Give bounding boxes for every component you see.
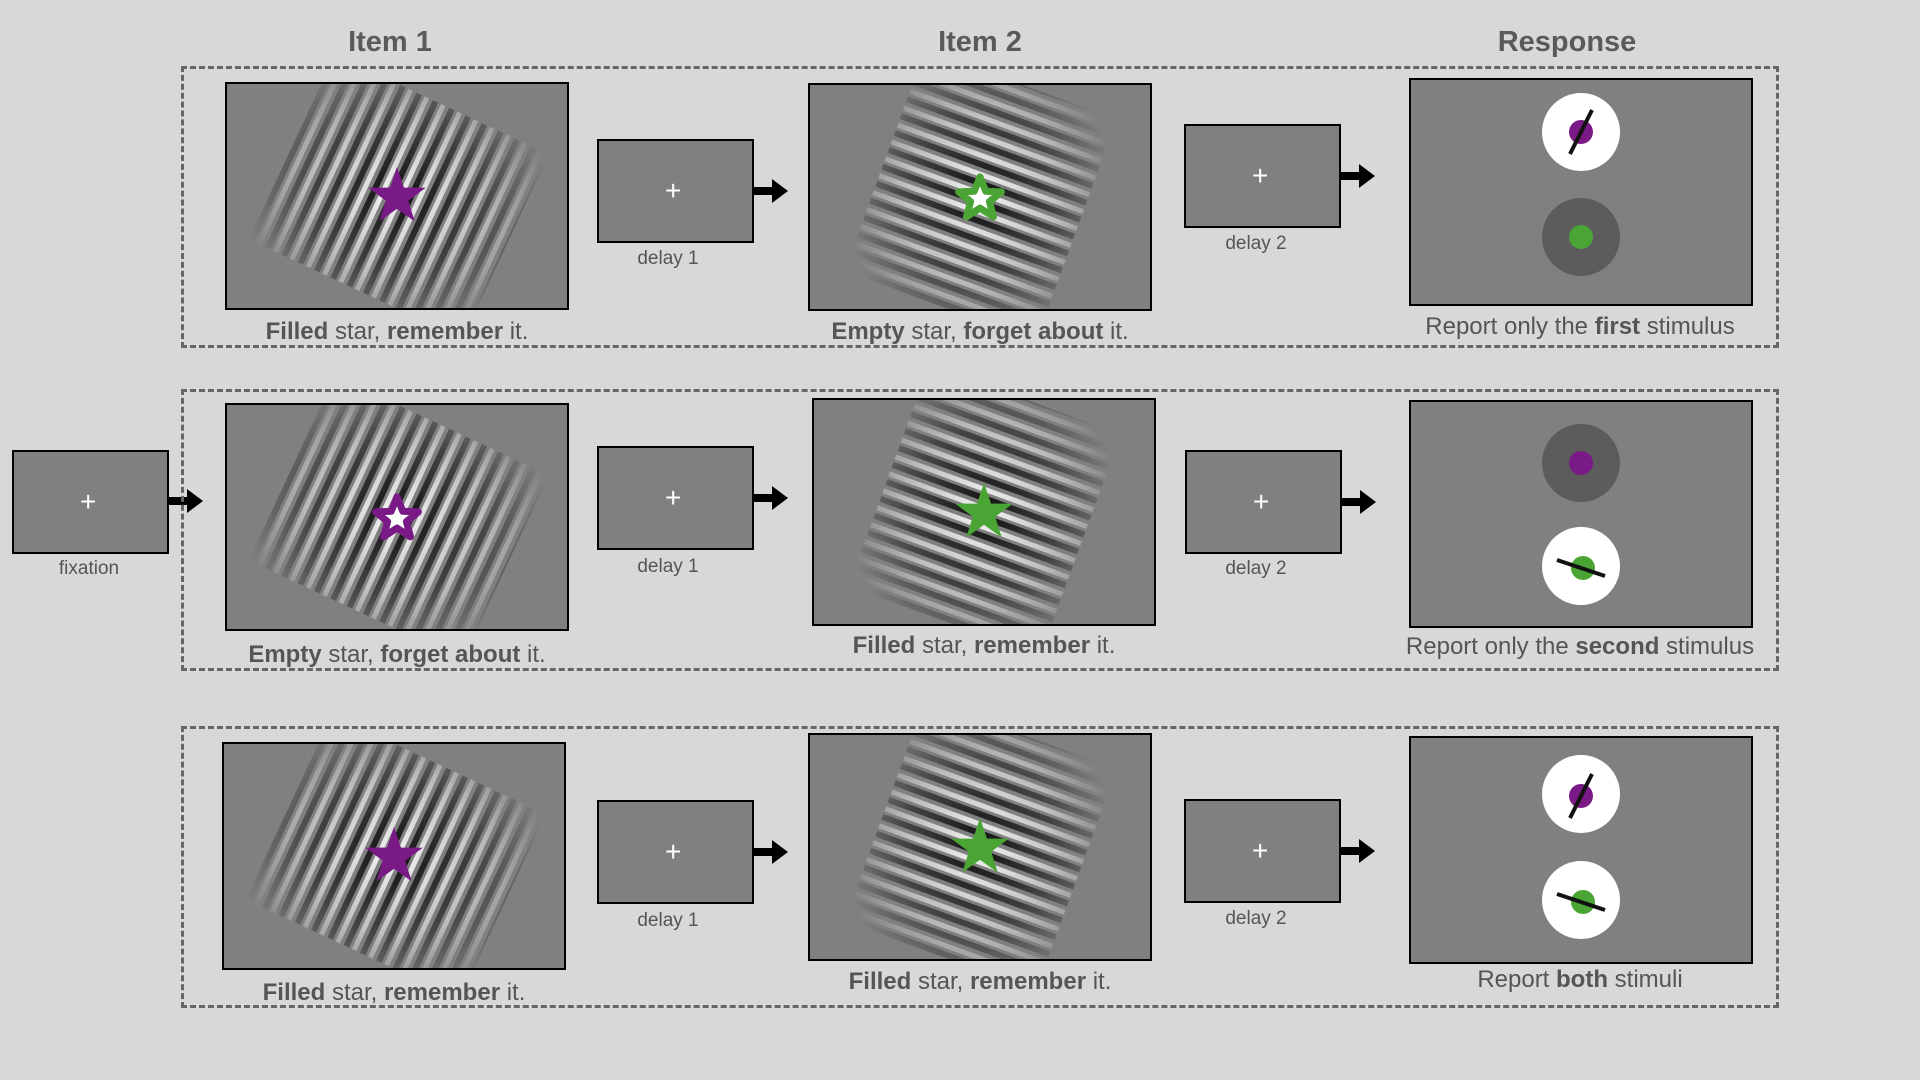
arrow-icon [1341, 839, 1375, 863]
trial-2-delay-1-screen: + [597, 446, 754, 550]
star-outline-icon [955, 173, 1005, 221]
trial-1-box [181, 66, 1779, 348]
trial-2-delay-2-label: delay 2 [1225, 558, 1287, 579]
trial-3-delay-1-screen: + [597, 800, 754, 904]
trial-3-response-caption: Report both stimuli [1477, 966, 1683, 993]
star-icon [365, 826, 423, 882]
arrow-icon [754, 486, 788, 510]
trial-1-item-2-caption: Empty star, forget about it. [831, 318, 1129, 345]
trial-3-item-2-caption: Filled star, remember it. [848, 968, 1112, 995]
fixation-cross: + [665, 482, 682, 513]
fixation-cross: + [665, 175, 682, 206]
trial-1-delay-1-label: delay 1 [637, 248, 699, 269]
trial-2-delay-2-screen: + [1185, 450, 1342, 554]
trial-2-item-1-caption: Empty star, forget about it. [248, 641, 546, 668]
trial-3-item-2-stimulus [808, 733, 1152, 961]
header-item-2: Item 2 [938, 26, 1022, 58]
header-response: Response [1497, 26, 1637, 58]
trial-3-response-screen [1409, 736, 1753, 964]
star-icon [955, 482, 1013, 538]
star-icon [951, 817, 1009, 873]
trial-3-delay-2-label: delay 2 [1225, 908, 1287, 929]
trial-2-response-screen [1409, 400, 1753, 628]
probe-top-active[interactable] [1542, 93, 1620, 171]
fixation-label: fixation [58, 558, 120, 579]
arrow-icon [754, 179, 788, 203]
arrow-icon [1342, 490, 1376, 514]
trial-3-item-1-stimulus [222, 742, 566, 970]
fixation-cross: + [80, 486, 97, 517]
trial-2-box [181, 389, 1779, 671]
probe-bottom-active[interactable] [1542, 861, 1620, 939]
fixation-cross: + [1252, 835, 1269, 866]
arrow-icon [754, 840, 788, 864]
trial-2-response-caption: Report only the second stimulus [1405, 633, 1755, 660]
probe-top-active[interactable] [1542, 755, 1620, 833]
fixation-cross: + [1253, 486, 1270, 517]
trial-1-delay-1-screen: + [597, 139, 754, 243]
trial-1-response-caption: Report only the first stimulus [1425, 313, 1735, 340]
trial-2-item-2-caption: Filled star, remember it. [852, 632, 1116, 659]
trial-1-item-1-stimulus [225, 82, 569, 310]
arrow-icon [1341, 164, 1375, 188]
trial-2-delay-1-label: delay 1 [637, 556, 699, 577]
trial-1-delay-2-screen: + [1184, 124, 1341, 228]
probe-bottom-inactive [1542, 198, 1620, 276]
trial-2-item-1-stimulus [225, 403, 569, 631]
header-item-1: Item 1 [348, 26, 432, 58]
trial-1-item-2-stimulus [808, 83, 1152, 311]
fixation-cross: + [665, 836, 682, 867]
fixation-cross: + [1252, 160, 1269, 191]
trial-1-item-1-caption: Filled star, remember it. [265, 318, 529, 345]
trial-1-delay-2-label: delay 2 [1225, 233, 1287, 254]
probe-top-inactive [1542, 424, 1620, 502]
probe-bottom-active[interactable] [1542, 527, 1620, 605]
star-icon [368, 166, 426, 222]
trial-3-delay-2-screen: + [1184, 799, 1341, 903]
trial-3-delay-1-label: delay 1 [637, 910, 699, 931]
star-outline-icon [372, 493, 422, 541]
fixation-screen: + [12, 450, 169, 554]
trial-3-item-1-caption: Filled star, remember it. [262, 979, 526, 1006]
arrow-icon [169, 489, 203, 513]
trial-2-item-2-stimulus [812, 398, 1156, 626]
trial-1-response-screen [1409, 78, 1753, 306]
trial-3-box [181, 726, 1779, 1008]
